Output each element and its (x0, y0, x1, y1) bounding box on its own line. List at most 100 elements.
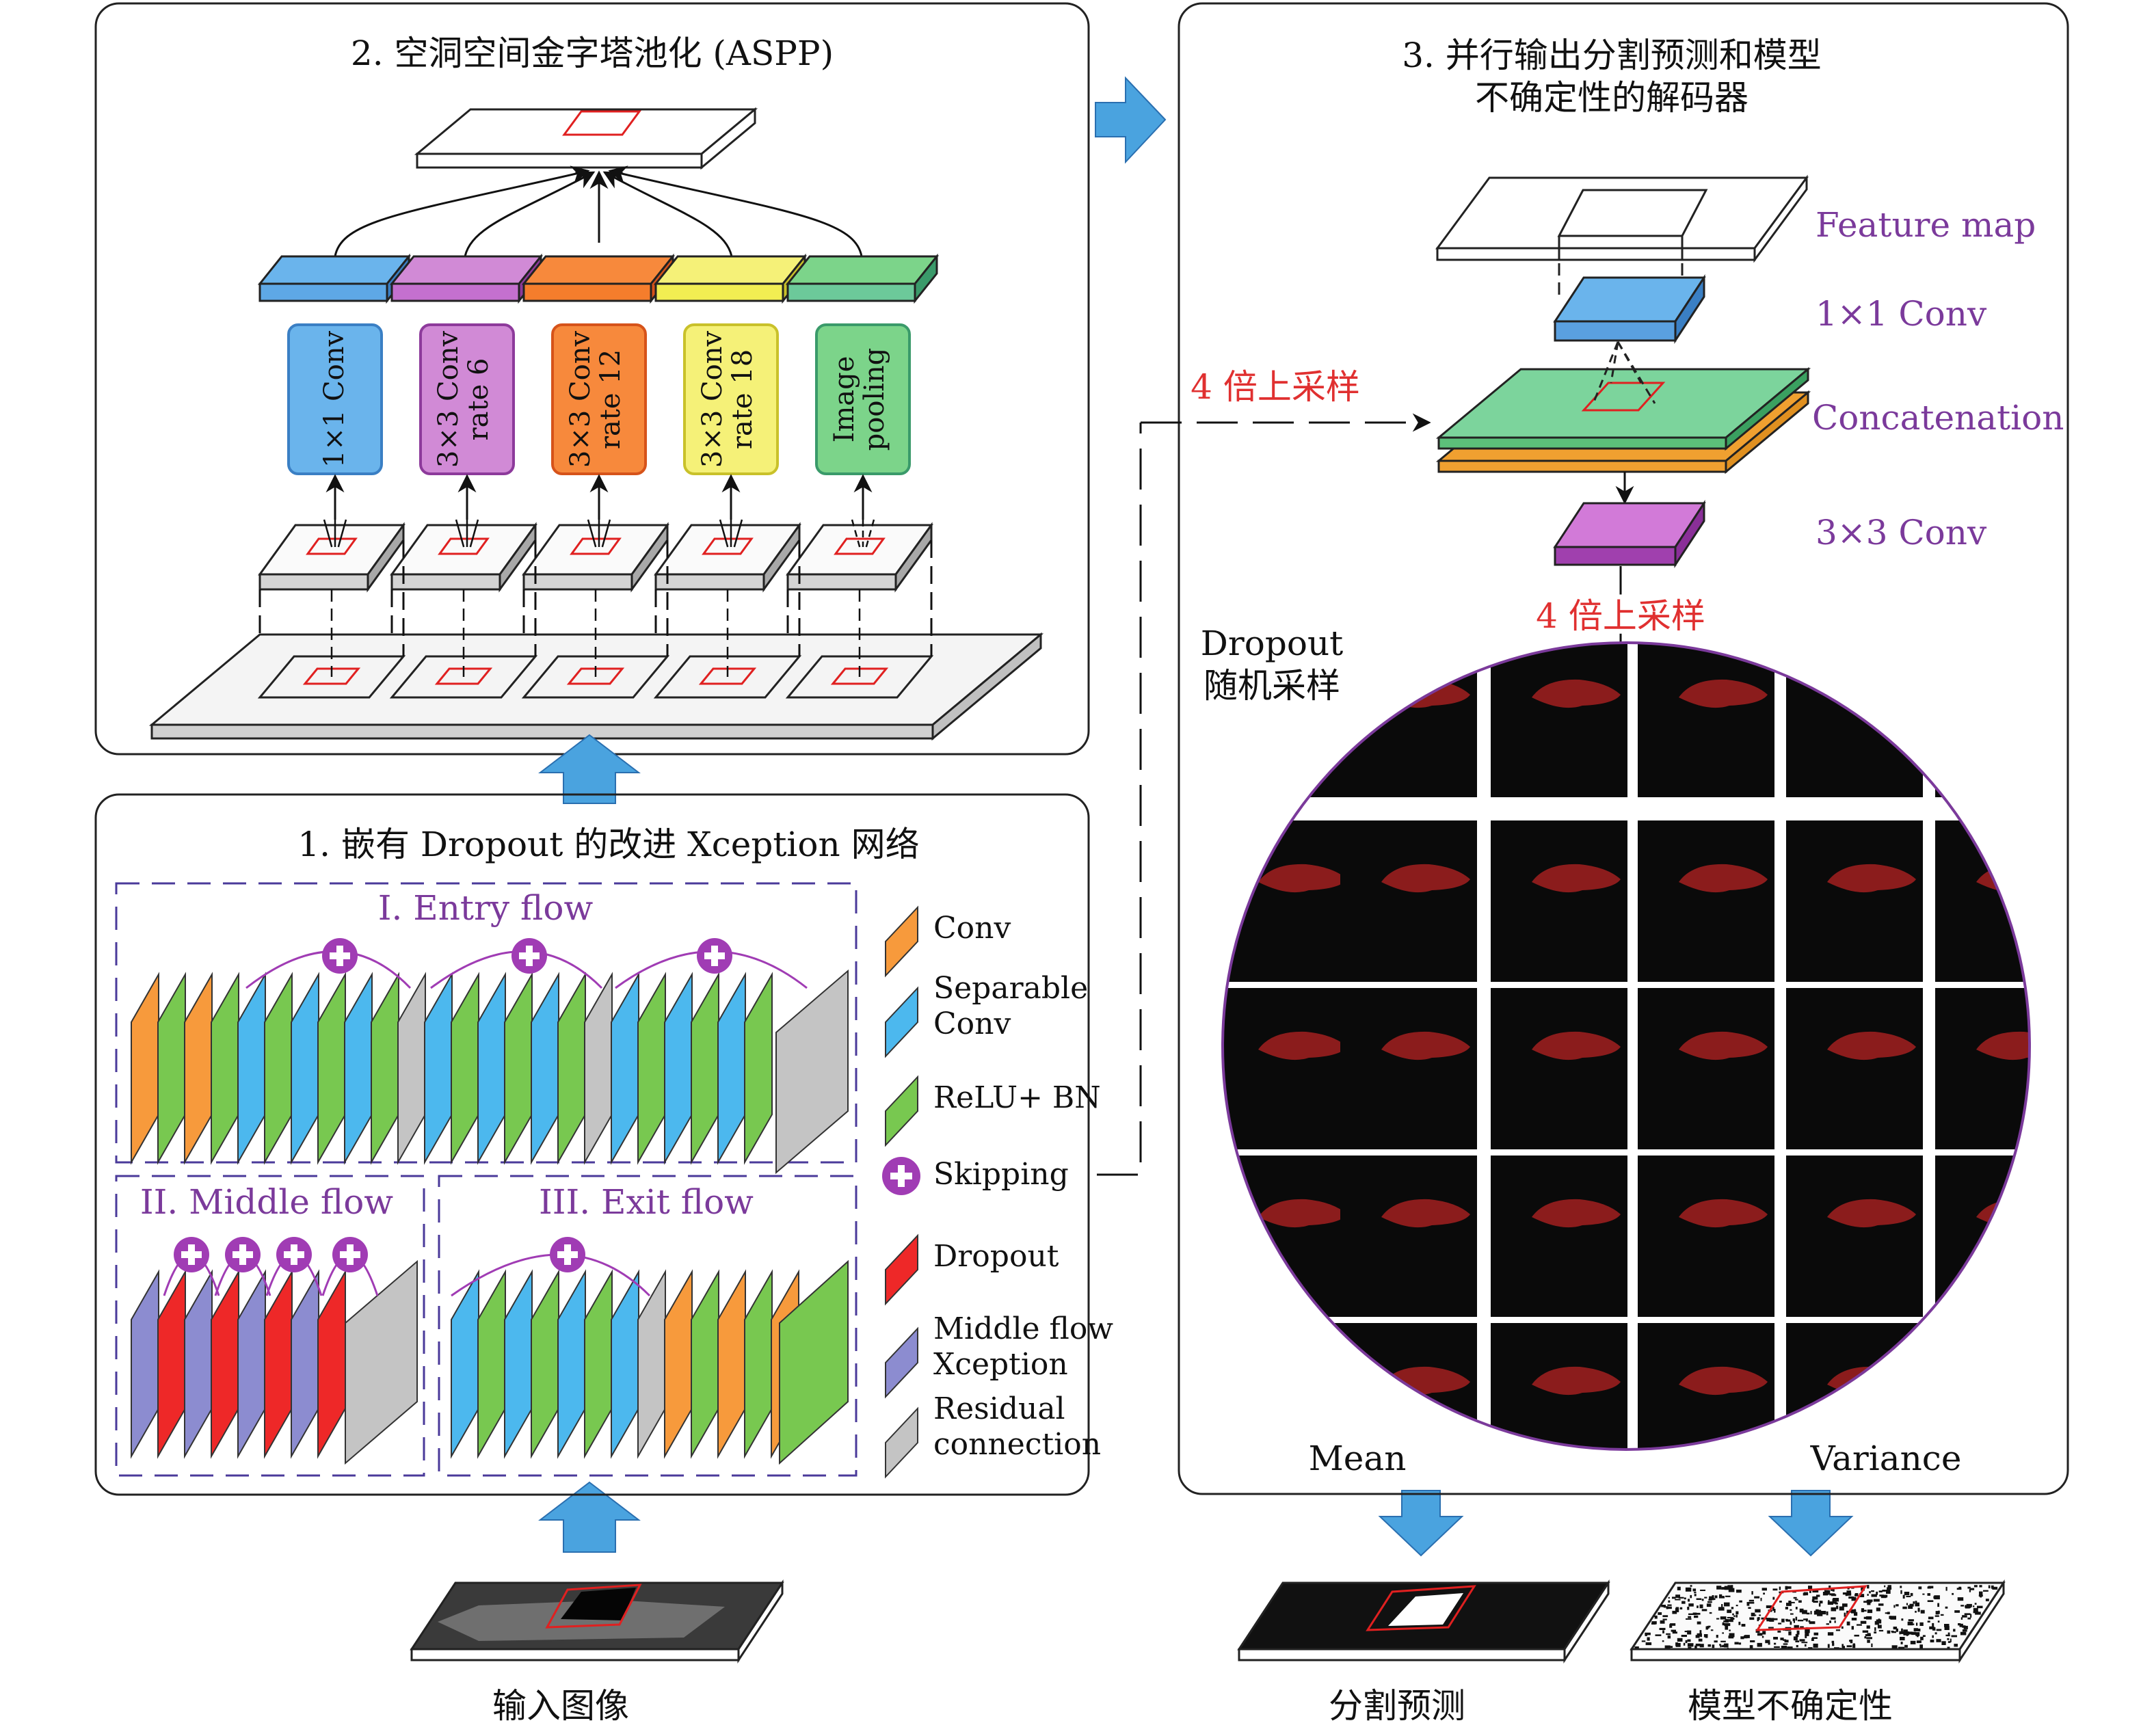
sample-cell-13 (1340, 988, 1477, 1149)
blue-arrow-up-2 (538, 1481, 641, 1553)
sample-cell-12 (1223, 988, 1354, 1149)
legend-sublabel-middle: Xception (933, 1347, 1068, 1382)
sample-cell-22 (1786, 1156, 1923, 1317)
sample-cell-5 (1935, 643, 2030, 797)
aspp-slab-4 (785, 253, 940, 304)
legend-label-middle: Middle flow (933, 1311, 1113, 1346)
aspp-branch-slabs (257, 253, 940, 304)
exit-layer-9 (691, 1269, 719, 1459)
middle-residual-final (345, 1259, 418, 1465)
low-level-feature-path (1097, 413, 1431, 1176)
input-image-label: 输入图像 (492, 1686, 629, 1726)
sample-cell-27 (1638, 1323, 1774, 1450)
sample-cell-4 (1786, 643, 1923, 797)
aspp-branch-sublabel-1: rate 6 (463, 358, 494, 441)
dropout-sample-grid (1223, 643, 2030, 1450)
legend-item-conv: Conv (885, 905, 1011, 978)
aspp-slab-1 (389, 253, 544, 304)
entry-layer-14 (504, 972, 533, 1165)
entry-layer-16 (557, 972, 586, 1165)
aspp-window-2 (521, 540, 670, 699)
exit-flow-label: III. Exit flow (539, 1182, 754, 1222)
aspp-dilation-windows (257, 540, 934, 699)
exit-layer-7 (637, 1269, 666, 1459)
exit-layer-2 (504, 1269, 533, 1459)
aspp-branch-label-1: 3×3 Conv (433, 331, 464, 468)
aspp-merge-arrows (334, 165, 863, 257)
middle-layer-1 (157, 1269, 186, 1459)
entry-layer-0 (131, 972, 159, 1165)
aspp-branch-label-2: 3×3 Conv (565, 331, 596, 468)
aspp-branch-sublabel-3: rate 18 (727, 349, 758, 449)
aspp-branch-label-3: 3×3 Conv (697, 331, 728, 468)
legend-item-dropout: Dropout (885, 1233, 1059, 1306)
blue-arrow-right (1095, 76, 1167, 164)
upsample-label-b: 4 倍上采样 (1536, 596, 1705, 636)
exit-layer-10 (717, 1269, 746, 1459)
exit-layer-11 (744, 1269, 773, 1459)
middle-layer-3 (211, 1269, 239, 1459)
uncertainty-output (1630, 1579, 2006, 1664)
entry-layer-22 (717, 972, 746, 1165)
input-image (410, 1579, 784, 1664)
legend-item-relu: ReLU+ BN (885, 1075, 1101, 1147)
exit-layer-1 (477, 1269, 506, 1459)
exit-layer-6 (611, 1269, 639, 1459)
aspp-tile-1 (390, 519, 537, 643)
sample-cell-7 (1340, 820, 1477, 982)
xception-skip-connections (163, 938, 808, 1297)
entry-skip-icon-0 (322, 938, 358, 974)
aspp-slab-3 (653, 253, 808, 304)
xception-panel (94, 793, 1090, 1496)
xception-layers (131, 969, 849, 1465)
entry-skip-icon-1 (511, 938, 547, 974)
sample-cell-8 (1491, 820, 1627, 982)
sample-cell-2 (1491, 643, 1627, 797)
exit-skip-icon-0 (550, 1237, 585, 1272)
concatenation-label: Concatenation (1812, 398, 2064, 438)
entry-residual-final (775, 969, 849, 1175)
aspp-slab-2 (521, 253, 676, 304)
entry-layer-11 (424, 972, 453, 1165)
segmentation-output (1237, 1579, 1610, 1664)
exit-layer-0 (451, 1269, 479, 1459)
sample-cell-21 (1638, 1156, 1774, 1317)
legend-label-separable: Separable (933, 971, 1088, 1006)
aspp-tile-0 (258, 519, 405, 643)
legend-sublabel-residual: connection (933, 1427, 1101, 1462)
sample-cell-17 (1935, 988, 2030, 1149)
entry-flow-box (115, 882, 857, 1164)
legend-label-skipping: Skipping (933, 1157, 1069, 1192)
exit-layer-4 (557, 1269, 586, 1459)
sample-cell-18 (1223, 1156, 1354, 1317)
middle-flow-box (115, 1175, 425, 1477)
blue-arrow-down-variance (1768, 1490, 1854, 1557)
entry-layer-13 (477, 972, 506, 1165)
aspp-title: 2. 空洞空间金字塔池化 (ASPP) (351, 34, 834, 73)
entry-layer-15 (531, 972, 559, 1165)
segmentation-label: 分割预测 (1329, 1686, 1465, 1726)
upsample-label-a: 4 倍上采样 (1191, 367, 1360, 407)
feature-map-label: Feature map (1816, 205, 2036, 245)
entry-layer-23 (744, 972, 773, 1165)
aspp-window-4 (785, 540, 934, 699)
entry-layer-20 (664, 972, 693, 1165)
legend-sublabel-separable: Conv (933, 1006, 1011, 1041)
middle-layer-6 (291, 1269, 319, 1459)
sampling-circle-outline (1221, 641, 2031, 1451)
sample-cell-26 (1491, 1323, 1627, 1450)
aspp-tile-4 (786, 519, 933, 643)
middle-skip-icon-1 (225, 1237, 261, 1272)
sample-cell-15 (1638, 988, 1774, 1149)
sample-cell-14 (1491, 988, 1627, 1149)
entry-layer-18 (611, 972, 639, 1165)
decoder-title-line1: 3. 并行输出分割预测和模型 (1402, 36, 1822, 75)
variance-label: Variance (1810, 1439, 1962, 1478)
sample-cell-10 (1786, 820, 1923, 982)
entry-layer-3 (211, 972, 239, 1165)
